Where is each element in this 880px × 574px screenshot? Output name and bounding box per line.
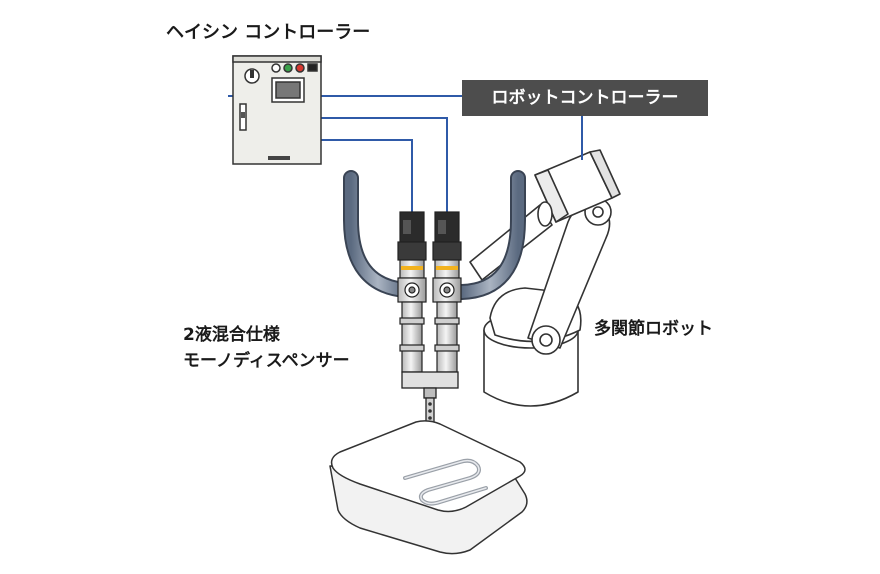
articulated-robot (469, 149, 621, 407)
robot-label: 多関節ロボット (594, 319, 713, 339)
signal-cables (228, 95, 583, 212)
robot-controller-label: ロボットコントローラー (462, 80, 708, 116)
dispenser-unit-right (432, 211, 462, 373)
cable-controller-dispenser-a (320, 117, 448, 212)
heishin-controller-label: ヘイシン コントローラー (166, 22, 371, 43)
dispenser-label: 2液混合仕様 モーノディスペンサー (183, 322, 350, 374)
cable-controller-dispenser-b (320, 139, 413, 212)
dispenser-label-line2: モーノディスペンサー (183, 351, 350, 371)
dispenser-unit-left (397, 211, 427, 373)
lamp-green-icon (283, 63, 293, 73)
dispenser-label-line1: 2液混合仕様 (183, 325, 280, 345)
material-hoses (343, 170, 526, 300)
lamp-white-icon (271, 63, 281, 73)
heishin-controller-cabinet (232, 55, 322, 165)
workpiece-plate (329, 420, 528, 555)
lamp-red-icon (295, 63, 305, 73)
